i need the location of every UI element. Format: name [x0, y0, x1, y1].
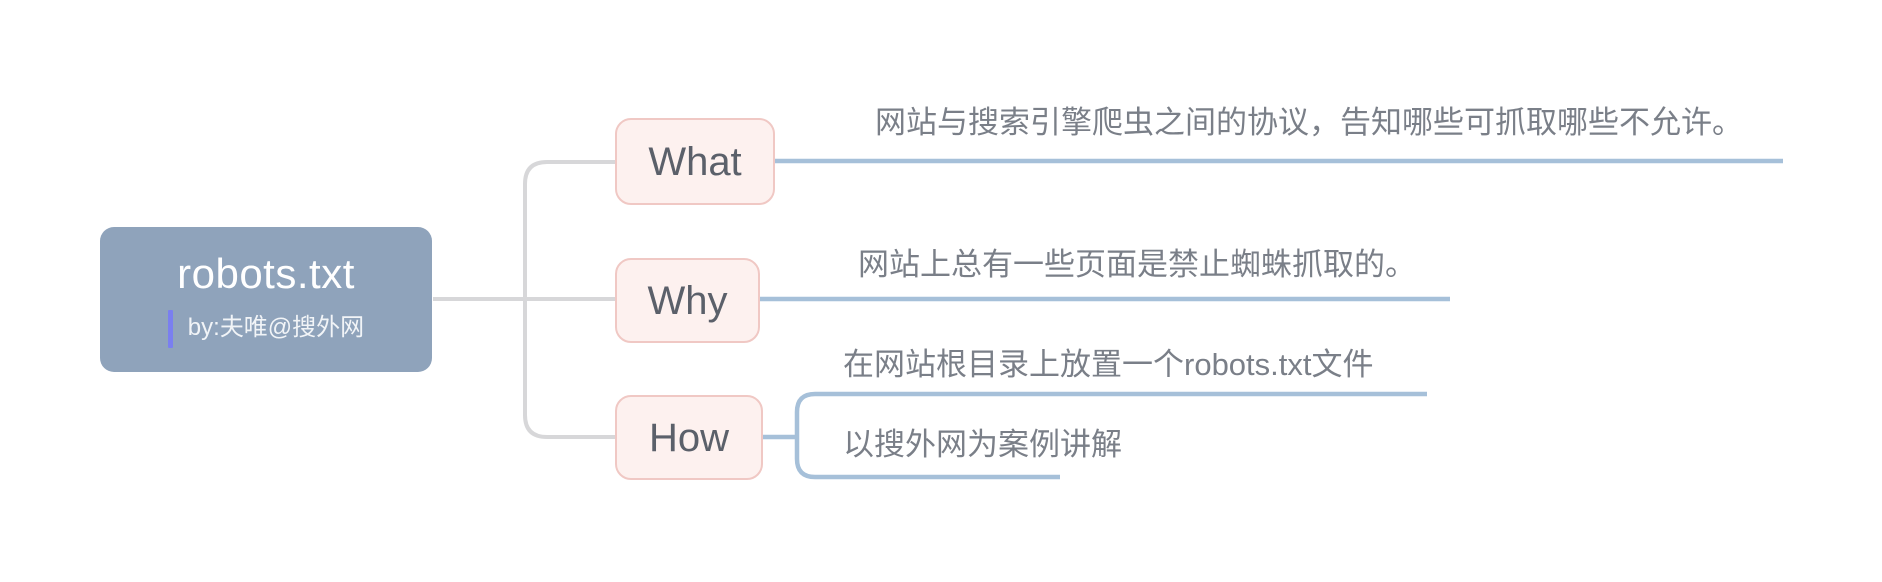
- subtopic-how-1[interactable]: 在网站根目录上放置一个robots.txt文件: [843, 347, 1374, 382]
- subtopic-what-1[interactable]: 网站与搜索引擎爬虫之间的协议，告知哪些可抓取哪些不允许。: [875, 105, 1743, 140]
- root-topic-node[interactable]: robots.txt by:夫唯@搜外网: [100, 227, 432, 372]
- subtopic-why-1[interactable]: 网站上总有一些页面是禁止蜘蛛抓取的。: [858, 247, 1416, 282]
- root-subtitle-row: by:夫唯@搜外网: [167, 309, 365, 348]
- topic-node-why[interactable]: Why: [615, 258, 760, 343]
- topic-label-what: What: [648, 139, 742, 184]
- topic-node-what[interactable]: What: [615, 118, 775, 205]
- topic-label-why: Why: [647, 278, 728, 323]
- subtopic-how-2[interactable]: 以搜外网为案例讲解: [843, 427, 1122, 462]
- topic-node-how[interactable]: How: [615, 395, 763, 480]
- author-accent-bar: [167, 309, 173, 348]
- root-topic-subtitle: by:夫唯@搜外网: [187, 314, 365, 342]
- trunk-connector: [523, 160, 615, 439]
- root-topic-title: robots.txt: [177, 250, 355, 298]
- topic-label-how: How: [648, 415, 730, 460]
